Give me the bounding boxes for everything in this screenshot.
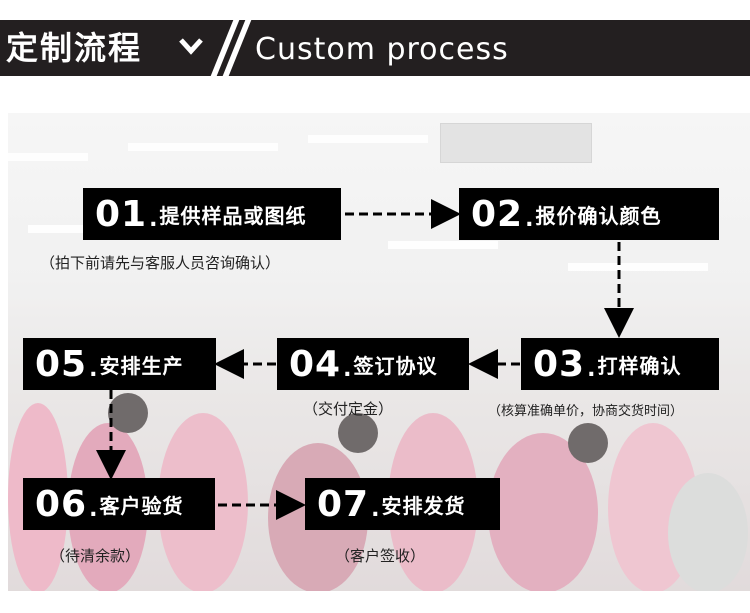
step-03-note: （核算准确单价，协商交货时间） — [488, 404, 684, 419]
step-number: 05 — [35, 343, 88, 385]
step-label: 安排发货 — [381, 493, 466, 518]
header-bar: 定制流程 Custom process — [0, 20, 750, 76]
step-07-note: （客户签收） — [335, 547, 426, 565]
step-04-note: （交付定金） — [303, 400, 394, 418]
step-02-box: 02 . 报价确认颜色 — [459, 188, 719, 240]
step-label: 客户验货 — [99, 493, 184, 518]
step-06-note: （待清余款） — [50, 547, 141, 565]
step-label: 报价确认颜色 — [535, 203, 662, 228]
step-number: 06 — [35, 483, 88, 525]
step-01-box: 01 . 提供样品或图纸 — [83, 188, 341, 240]
step-07-box: 07 . 安排发货 — [305, 478, 500, 530]
step-number: 07 — [317, 483, 370, 525]
step-06-box: 06 . 客户验货 — [23, 478, 215, 530]
step-number: 03 — [533, 343, 586, 385]
page-subtitle: Custom process — [255, 32, 509, 67]
step-number: 02 — [471, 193, 524, 235]
step-label: 安排生产 — [99, 353, 184, 378]
step-number: 04 — [289, 343, 342, 385]
chevron-down-icon — [179, 38, 203, 55]
step-03-box: 03 . 打样确认 — [521, 338, 719, 390]
step-label: 签订协议 — [353, 353, 438, 378]
step-05-box: 05 . 安排生产 — [23, 338, 216, 390]
step-01-note: （拍下前请先与客服人员咨询确认） — [40, 254, 281, 272]
step-label: 打样确认 — [597, 353, 682, 378]
page-title: 定制流程 — [6, 29, 143, 67]
step-number: 01 — [95, 193, 148, 235]
step-04-box: 04 . 签订协议 — [277, 338, 469, 390]
step-label: 提供样品或图纸 — [159, 203, 307, 228]
